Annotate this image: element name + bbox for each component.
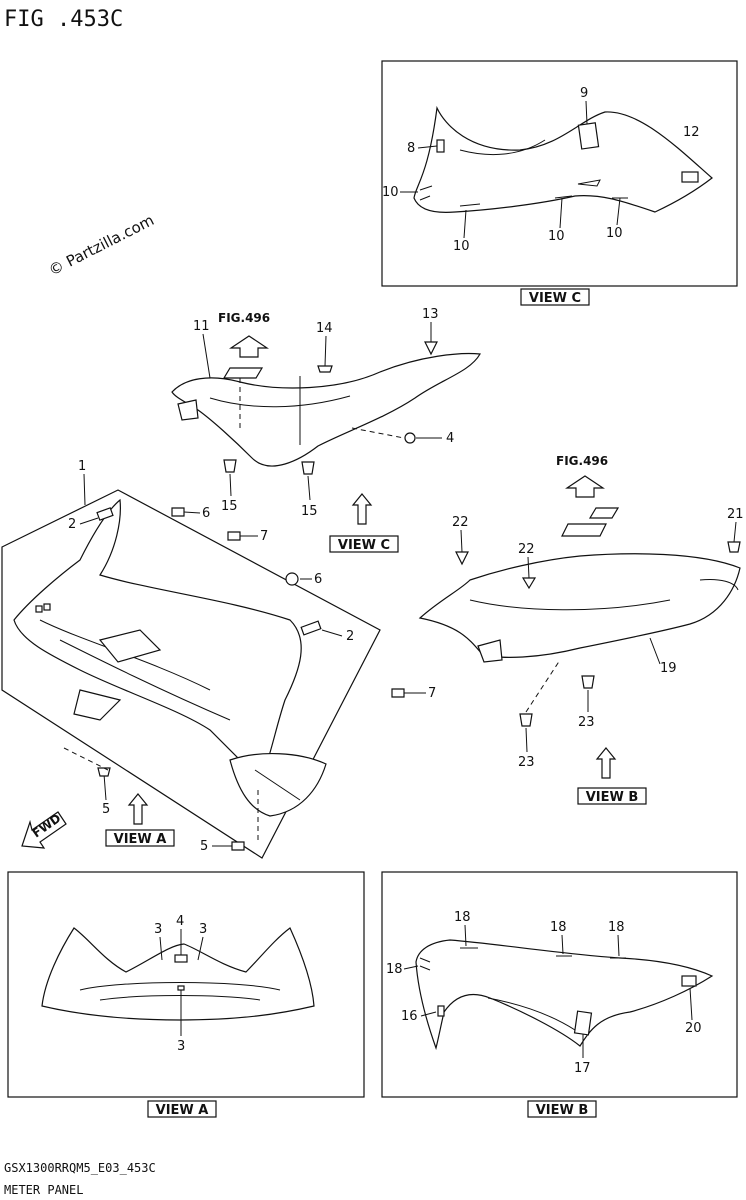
callout-21: 21 — [727, 507, 744, 522]
view-b-marker-box — [577, 787, 647, 805]
callout-10-c: 10 — [548, 229, 565, 244]
callout-10-d: 10 — [606, 226, 623, 241]
callout-2-a: 2 — [68, 517, 76, 532]
part-11-panel — [171, 352, 481, 467]
callout-15-a: 15 — [221, 499, 238, 514]
view-c-caption: VIEW C — [529, 291, 581, 306]
callout-9: 9 — [580, 86, 588, 101]
callout-22-a: 22 — [452, 515, 469, 530]
view-c-caption-box — [520, 288, 590, 306]
callout-11: 11 — [193, 319, 210, 334]
view-b-box — [381, 871, 738, 1098]
part-19-panel — [418, 553, 741, 663]
callout-8: 8 — [407, 141, 415, 156]
view-a-marker: VIEW A — [114, 832, 167, 847]
callout-6-a: 6 — [202, 506, 210, 521]
callout-18-b: 18 — [550, 920, 567, 935]
view-c-box — [381, 60, 738, 287]
callout-16: 16 — [401, 1009, 418, 1024]
callout-19: 19 — [660, 661, 677, 676]
callout-14: 14 — [316, 321, 333, 336]
part-name: METER PANEL — [4, 1183, 83, 1197]
callout-5-a: 5 — [102, 802, 110, 817]
callout-7-b: 7 — [428, 686, 436, 701]
model-code: GSX1300RRQM5_E03_453C — [4, 1161, 156, 1175]
callout-1: 1 — [78, 459, 86, 474]
view-b-caption-box — [527, 1100, 597, 1118]
callout-4-a: 4 — [446, 431, 454, 446]
callout-5-b: 5 — [200, 839, 208, 854]
view-a-box — [7, 871, 365, 1098]
callout-23-a: 23 — [578, 715, 595, 730]
callout-10-b: 10 — [453, 239, 470, 254]
callout-23-b: 23 — [518, 755, 535, 770]
view-b-up-arrow-icon — [595, 747, 617, 779]
view-b-part-19 — [415, 939, 714, 1051]
callout-13: 13 — [422, 307, 439, 322]
callout-18-d: 18 — [386, 962, 403, 977]
callout-4-b: 4 — [176, 914, 184, 929]
callout-17: 17 — [574, 1061, 591, 1076]
fig496-b-up-arrow-icon — [565, 475, 605, 498]
figure-title: FIG .453C — [4, 7, 123, 32]
callout-18-c: 18 — [608, 920, 625, 935]
view-c-up-arrow-icon — [351, 493, 373, 525]
fig496-ref-b: FIG.496 — [556, 454, 608, 468]
callout-3-a: 3 — [154, 922, 162, 937]
view-c-marker: VIEW C — [338, 538, 390, 553]
view-a-caption: VIEW A — [156, 1103, 209, 1118]
fig496-ref-a: FIG.496 — [218, 311, 270, 325]
callout-3-c: 3 — [177, 1039, 185, 1054]
view-a-meter-panel — [41, 927, 315, 1021]
view-a-caption-box — [147, 1100, 217, 1118]
callout-12: 12 — [683, 125, 700, 140]
callout-2-b: 2 — [346, 629, 354, 644]
view-a-up-arrow-icon — [127, 793, 149, 825]
callout-20: 20 — [685, 1021, 702, 1036]
callout-22-b: 22 — [518, 542, 535, 557]
callout-3-b: 3 — [199, 922, 207, 937]
view-a-marker-box — [105, 829, 175, 847]
callout-10-a: 10 — [382, 185, 399, 200]
callout-7-a: 7 — [260, 529, 268, 544]
view-b-caption: VIEW B — [536, 1103, 589, 1118]
part-1-frame-box — [1, 489, 381, 859]
view-b-marker: VIEW B — [586, 790, 639, 805]
part-1-meter-bracket — [13, 498, 327, 817]
callout-6-b: 6 — [314, 572, 322, 587]
up-arrow-icon — [229, 335, 269, 358]
callout-18-a: 18 — [454, 910, 471, 925]
view-c-part-12 — [413, 105, 713, 213]
callout-15-b: 15 — [301, 504, 318, 519]
watermark: © Partzilla.com — [46, 211, 157, 280]
view-c-marker-box — [329, 535, 399, 553]
fwd-arrow-icon: FWD — [21, 811, 67, 849]
